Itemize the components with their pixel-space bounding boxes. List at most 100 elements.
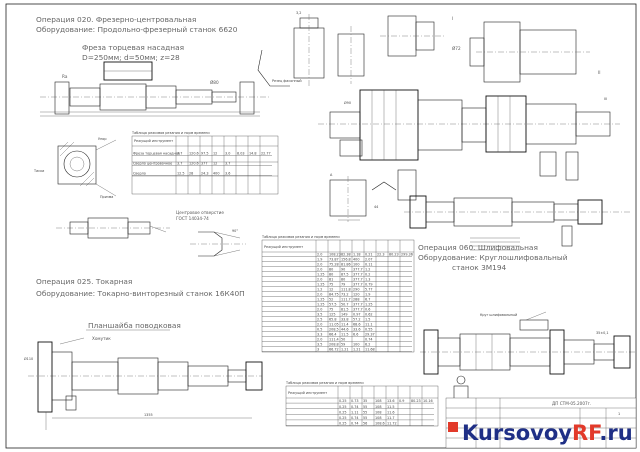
- table-cell: 0.5: [317, 328, 322, 332]
- table-cell: 8.03: [237, 152, 245, 156]
- table-cell: 65.8: [329, 318, 337, 322]
- table-cell: 0.11: [365, 263, 373, 267]
- table-cell: 120.6: [189, 162, 199, 166]
- table-cell: 55: [363, 410, 367, 414]
- grinding-shaft-right: [404, 195, 632, 251]
- cutter-params: D=250мм; d=50мм; z=28: [82, 53, 180, 62]
- clamp-label: Хомутик: [92, 336, 111, 341]
- table-cell: 1.9: [317, 258, 322, 262]
- table-cell: 1.25: [317, 298, 325, 302]
- site-watermark: KursovoyRF.ru: [448, 421, 633, 445]
- table-cell: 1.2: [365, 268, 370, 272]
- table-cell: 377.7: [353, 273, 363, 277]
- table-cell: 3.7: [225, 162, 230, 166]
- table-cell: 2.0: [317, 323, 322, 327]
- table-cell: 111.4: [329, 338, 339, 342]
- dim-35: 35±0,1: [596, 331, 609, 335]
- table-cell: 73.2: [341, 293, 349, 297]
- dim-d1: Ø110: [24, 356, 33, 361]
- title-block-sheet: 1: [618, 412, 620, 416]
- table-cell: 377: [201, 162, 207, 166]
- chuck-label: Планшайба поводковая: [88, 321, 181, 330]
- table-cell: 120: [353, 293, 359, 297]
- table-cell: 1.25: [317, 283, 325, 287]
- dim-length: 1355: [144, 413, 153, 417]
- table-cell: 82.38: [341, 253, 351, 257]
- table-cell: 12.5: [177, 172, 185, 176]
- shaft-middle-views: Ø90 III А: [318, 89, 620, 181]
- table-cell: 2.0: [317, 338, 322, 342]
- table-cell: 3.7: [177, 162, 182, 166]
- op025-equipment: Оборудование: Токарно-винторезный станок…: [36, 289, 245, 298]
- op020-equipment: Оборудование: Продольно-фрезерный станок…: [36, 25, 238, 34]
- table-cell: 22.3: [377, 253, 385, 257]
- cutter-name: Фреза торцевая насадная: [82, 43, 184, 52]
- table-cell: 149: [341, 313, 347, 317]
- table-cell: 50: [341, 338, 345, 342]
- section-i: I: [452, 16, 453, 21]
- table-cell: 75.28: [329, 263, 339, 267]
- table-cell: 13.6: [387, 399, 395, 403]
- table-cell: 3: [317, 348, 319, 352]
- table-cell: 125: [329, 313, 335, 317]
- table-cell: 11.6: [387, 410, 395, 414]
- shaft-sketch-left: [56, 217, 170, 239]
- table-cell: 84.75: [329, 293, 339, 297]
- table-cell: 29.37: [365, 333, 375, 337]
- table-cell: 81.86: [341, 263, 351, 267]
- table1-header-tool: Режущий инструмент: [134, 139, 173, 143]
- table-cell: 6.2: [365, 343, 370, 347]
- table-cell: 108: [375, 399, 381, 403]
- table-cell: 28: [189, 172, 193, 176]
- dim-d2: Ø80: [210, 80, 219, 85]
- center-hole-label: Центровое отверстие: [176, 210, 224, 215]
- table-cell: 2.0: [317, 293, 322, 297]
- op025-title: Операция 025. Токарная: [36, 277, 132, 286]
- table-cell: 0.74: [351, 422, 359, 426]
- table1-title: Таблица режимов резания и норм времени: [131, 131, 210, 135]
- table-cell: 208.8: [329, 343, 339, 347]
- table-cell: 2.0: [317, 268, 322, 272]
- table-cell: 12: [329, 288, 333, 292]
- table-cell: 80: [341, 278, 345, 282]
- table-cell: 75: [329, 308, 333, 312]
- table-cell: 81.5: [341, 308, 349, 312]
- tab-prism-label: Призма: [100, 195, 113, 199]
- table-cell: 0.9: [399, 399, 404, 403]
- table-cell: 90: [341, 268, 345, 272]
- table-3: Таблица режимов резания и норм времени Р…: [285, 381, 439, 427]
- table-cell: 57.5: [329, 303, 337, 307]
- table-cell: 120.6: [189, 152, 199, 156]
- center-hole-gost: ГОСТ 14034-74: [176, 216, 209, 221]
- table-cell: 0.6: [365, 308, 370, 312]
- dim-d3: Ø72: [452, 46, 461, 51]
- center-angle: 90°: [232, 229, 238, 233]
- table-cell: 111.7: [341, 298, 351, 302]
- table-cell: 80: [329, 268, 333, 272]
- table-cell: 35: [363, 399, 367, 403]
- dim-ra-1: Ra: [62, 74, 68, 79]
- table-cell: 57.2: [353, 318, 361, 322]
- table-cell: 2.0: [317, 263, 322, 267]
- table-cell: 11.4: [341, 323, 349, 327]
- table-cell: 1.3: [365, 278, 370, 282]
- table-cell: 12: [213, 162, 217, 166]
- table-cell: 108.6: [375, 422, 385, 426]
- table-cell: 1.25: [365, 303, 373, 307]
- table-cell: 11.68: [365, 348, 375, 352]
- table-cell: 377.7: [353, 308, 363, 312]
- section-iii: III: [604, 97, 607, 101]
- table-cell: 80.23: [389, 253, 399, 257]
- table-cell: 0.21: [365, 253, 373, 257]
- table-cell: 14.8: [249, 152, 257, 156]
- table-cell: 0.25: [339, 410, 347, 414]
- vise-section: Тиски Упор Призма: [33, 137, 117, 199]
- table-cell: 0.25: [339, 399, 347, 403]
- center-hole-detail: Центровое отверстие ГОСТ 14034-74 90°: [176, 210, 246, 257]
- table-cell: 1.5: [365, 318, 370, 322]
- table-cell: Сверло центровочное: [133, 162, 172, 166]
- table-cell: 0.25: [339, 405, 347, 409]
- table-cell: 1.21: [353, 348, 361, 352]
- table-cell: 0.73: [351, 399, 359, 403]
- table-cell: 1.21: [341, 348, 349, 352]
